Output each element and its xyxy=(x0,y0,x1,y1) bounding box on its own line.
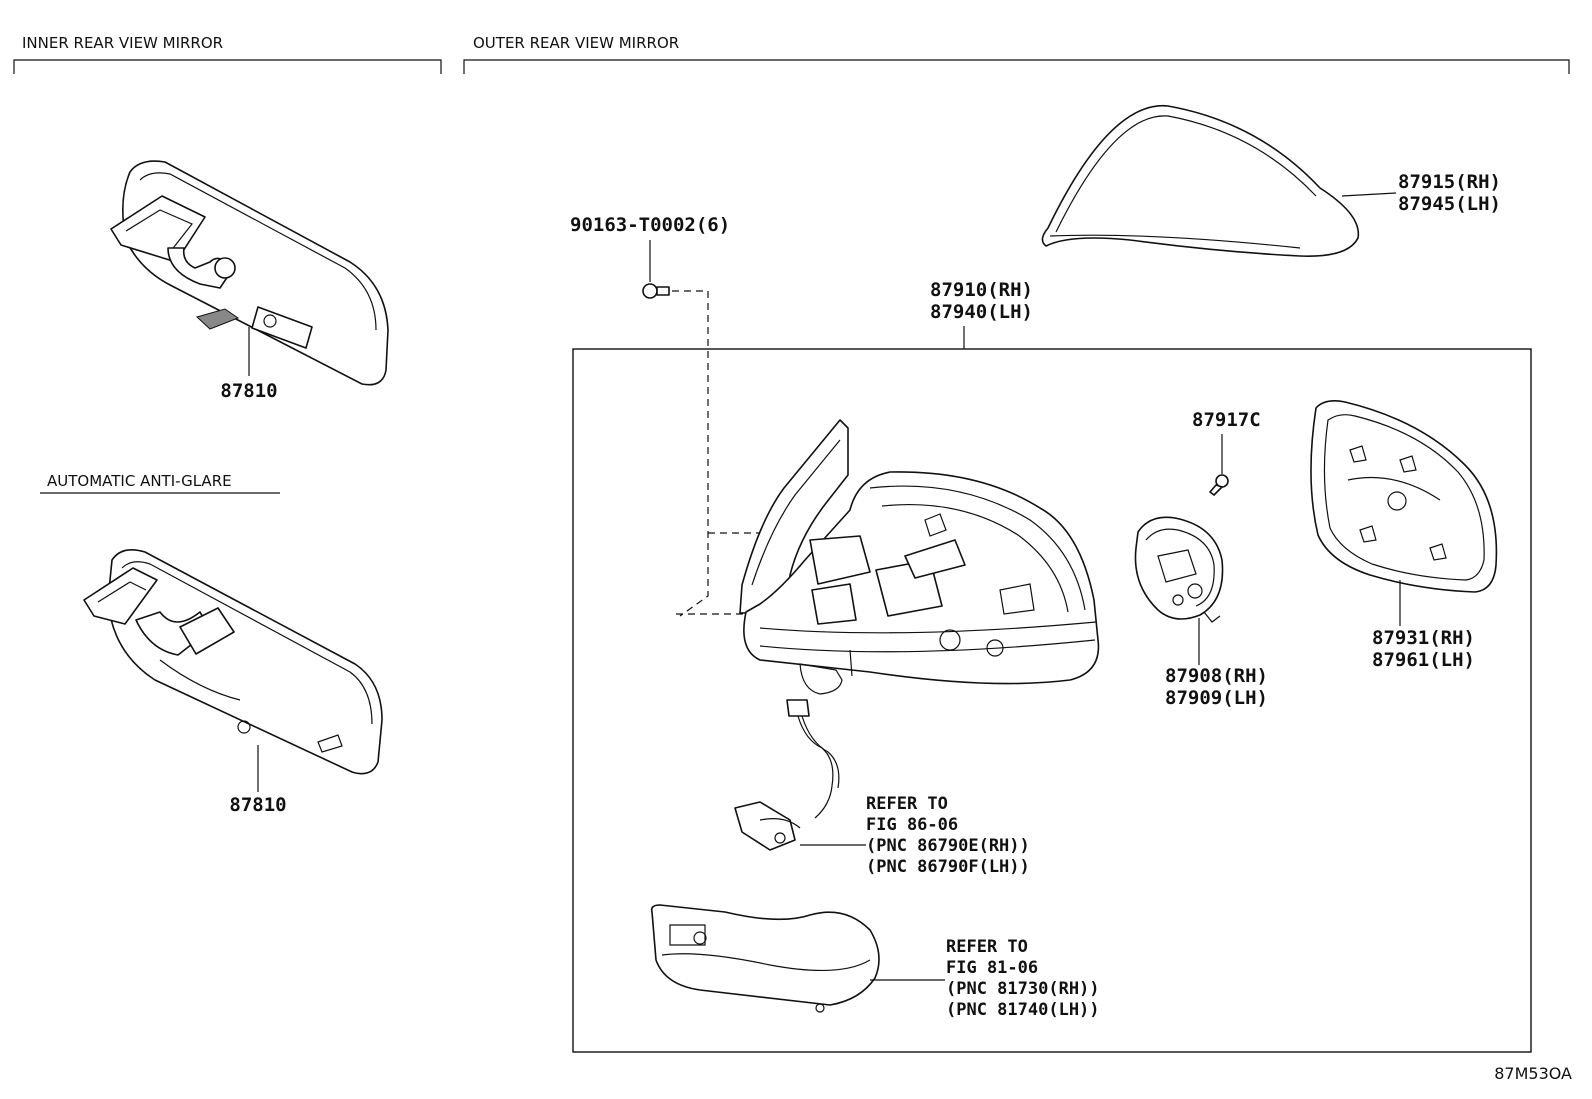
signal-reference: REFER TO FIG 81-06 (PNC 81730(RH)) (PNC … xyxy=(946,937,1100,1020)
label-screw: 90163-T0002(6) xyxy=(570,214,730,236)
section-title-outer: OUTER REAR VIEW MIRROR xyxy=(473,34,679,52)
section-title-inner: INNER REAR VIEW MIRROR xyxy=(22,34,223,52)
label-inner-mirror: 87810 xyxy=(220,380,277,402)
outer-section-bracket xyxy=(463,59,1570,74)
mirror-glass-illustration xyxy=(1310,400,1498,593)
leader-cover xyxy=(1341,192,1397,197)
section-title-auto: AUTOMATIC ANTI-GLARE xyxy=(47,472,232,490)
screw-icon xyxy=(642,283,670,299)
label-pin: 87917C xyxy=(1192,409,1261,431)
lamp-reference: REFER TO FIG 86-06 (PNC 86790E(RH)) (PNC… xyxy=(866,794,1030,877)
lamp-ref-line-3: (PNC 86790E(RH)) xyxy=(866,836,1030,856)
assembly-frame xyxy=(572,348,1532,1053)
auto-mirror-illustration xyxy=(83,549,383,775)
turn-signal-illustration xyxy=(650,904,880,1013)
label-assy-lh: 87940(LH) xyxy=(930,301,1033,323)
lamp-ref-line-2: FIG 86-06 xyxy=(866,815,958,835)
screw-dashed-guide xyxy=(672,290,709,617)
inner-mirror-illustration xyxy=(110,160,389,386)
label-glass-rh: 87931(RH) xyxy=(1372,627,1475,649)
label-cover-lh: 87945(LH) xyxy=(1398,193,1501,215)
label-assy-rh: 87910(RH) xyxy=(930,279,1033,301)
label-actuator-lh: 87909(LH) xyxy=(1165,687,1268,709)
label-glass-lh: 87961(LH) xyxy=(1372,649,1475,671)
label-cover-rh: 87915(RH) xyxy=(1398,171,1501,193)
signal-ref-line-1: REFER TO xyxy=(946,937,1028,957)
actuator-illustration xyxy=(1134,516,1224,623)
pin-icon xyxy=(1209,474,1229,496)
lamp-ref-line-4: (PNC 86790F(LH)) xyxy=(866,857,1030,877)
inner-section-bracket xyxy=(13,59,442,74)
mirror-cover-illustration xyxy=(1041,105,1360,257)
signal-ref-line-3: (PNC 81730(RH)) xyxy=(946,979,1100,999)
mirror-assembly-illustration xyxy=(739,419,1100,695)
signal-ref-line-2: FIG 81-06 xyxy=(946,958,1038,978)
lamp-ref-line-1: REFER TO xyxy=(866,794,948,814)
harness-lamp-illustration xyxy=(734,699,840,851)
label-actuator-rh: 87908(RH) xyxy=(1165,665,1268,687)
label-auto-mirror: 87810 xyxy=(229,794,286,816)
diagram-code: 87M53OA xyxy=(1494,1064,1572,1083)
signal-ref-line-4: (PNC 81740(LH)) xyxy=(946,1000,1100,1020)
